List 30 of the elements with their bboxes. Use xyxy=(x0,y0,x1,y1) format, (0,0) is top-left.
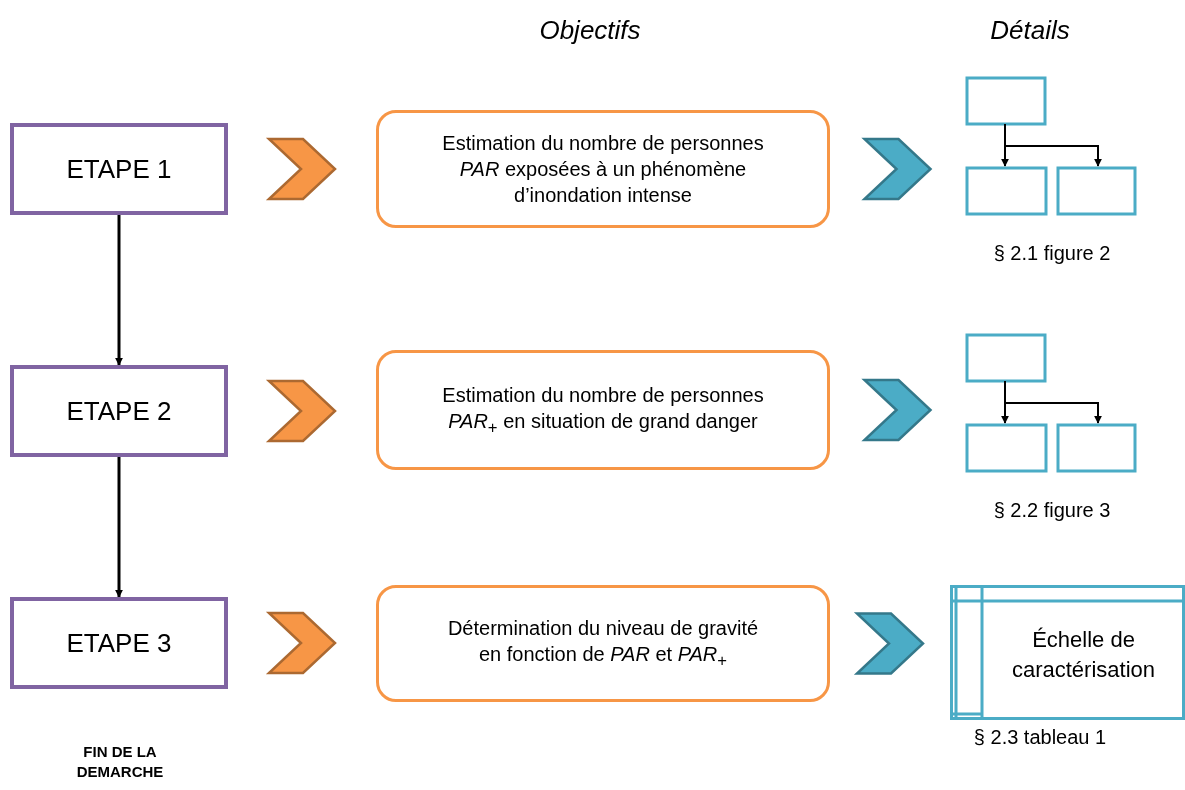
column-heading: Objectifs xyxy=(538,14,642,47)
figure-reference: § 2.1 figure 2 xyxy=(992,242,1112,265)
objective-text: Détermination du niveau de gravité en fonction de PAR et PAR$_{+}$ xyxy=(446,616,760,672)
figure-reference: § 2.3 tableau 1 xyxy=(972,726,1108,749)
chevron-arrow xyxy=(265,379,337,443)
arrow xyxy=(115,215,123,366)
chevron-arrow xyxy=(853,612,925,675)
objective-text: Estimation du nombre de personnes PAR exposées à un phénomène d’inondation intense xyxy=(441,131,765,208)
chevron-arrow xyxy=(265,137,337,201)
chevron-arrow xyxy=(861,137,933,201)
flowchart-drawing xyxy=(965,76,1139,218)
step-label: ETAPE 1 xyxy=(66,153,172,185)
figure-reference: § 2.2 figure 3 xyxy=(992,499,1112,522)
end-note: FIN DE LA DEMARCHE xyxy=(75,742,165,781)
objective-box xyxy=(376,110,830,228)
flowchart-drawing xyxy=(965,333,1139,475)
step-label: ETAPE 2 xyxy=(66,395,172,427)
objective-box xyxy=(376,585,830,702)
column-heading: Détails xyxy=(989,14,1071,47)
arrow xyxy=(115,457,123,598)
step-box xyxy=(10,365,228,457)
chevron-arrow xyxy=(265,611,337,675)
table-drawing xyxy=(950,585,1185,720)
objective-box xyxy=(376,350,830,470)
chevron-arrow xyxy=(861,378,933,442)
objective-text: Estimation du nombre de personnes PAR$_{+}$ en situation de grand danger xyxy=(441,382,765,439)
step-box xyxy=(10,123,228,215)
step-box xyxy=(10,597,228,689)
table-title: Échelle de caractérisation xyxy=(1010,626,1157,684)
step-label: ETAPE 3 xyxy=(66,627,172,659)
